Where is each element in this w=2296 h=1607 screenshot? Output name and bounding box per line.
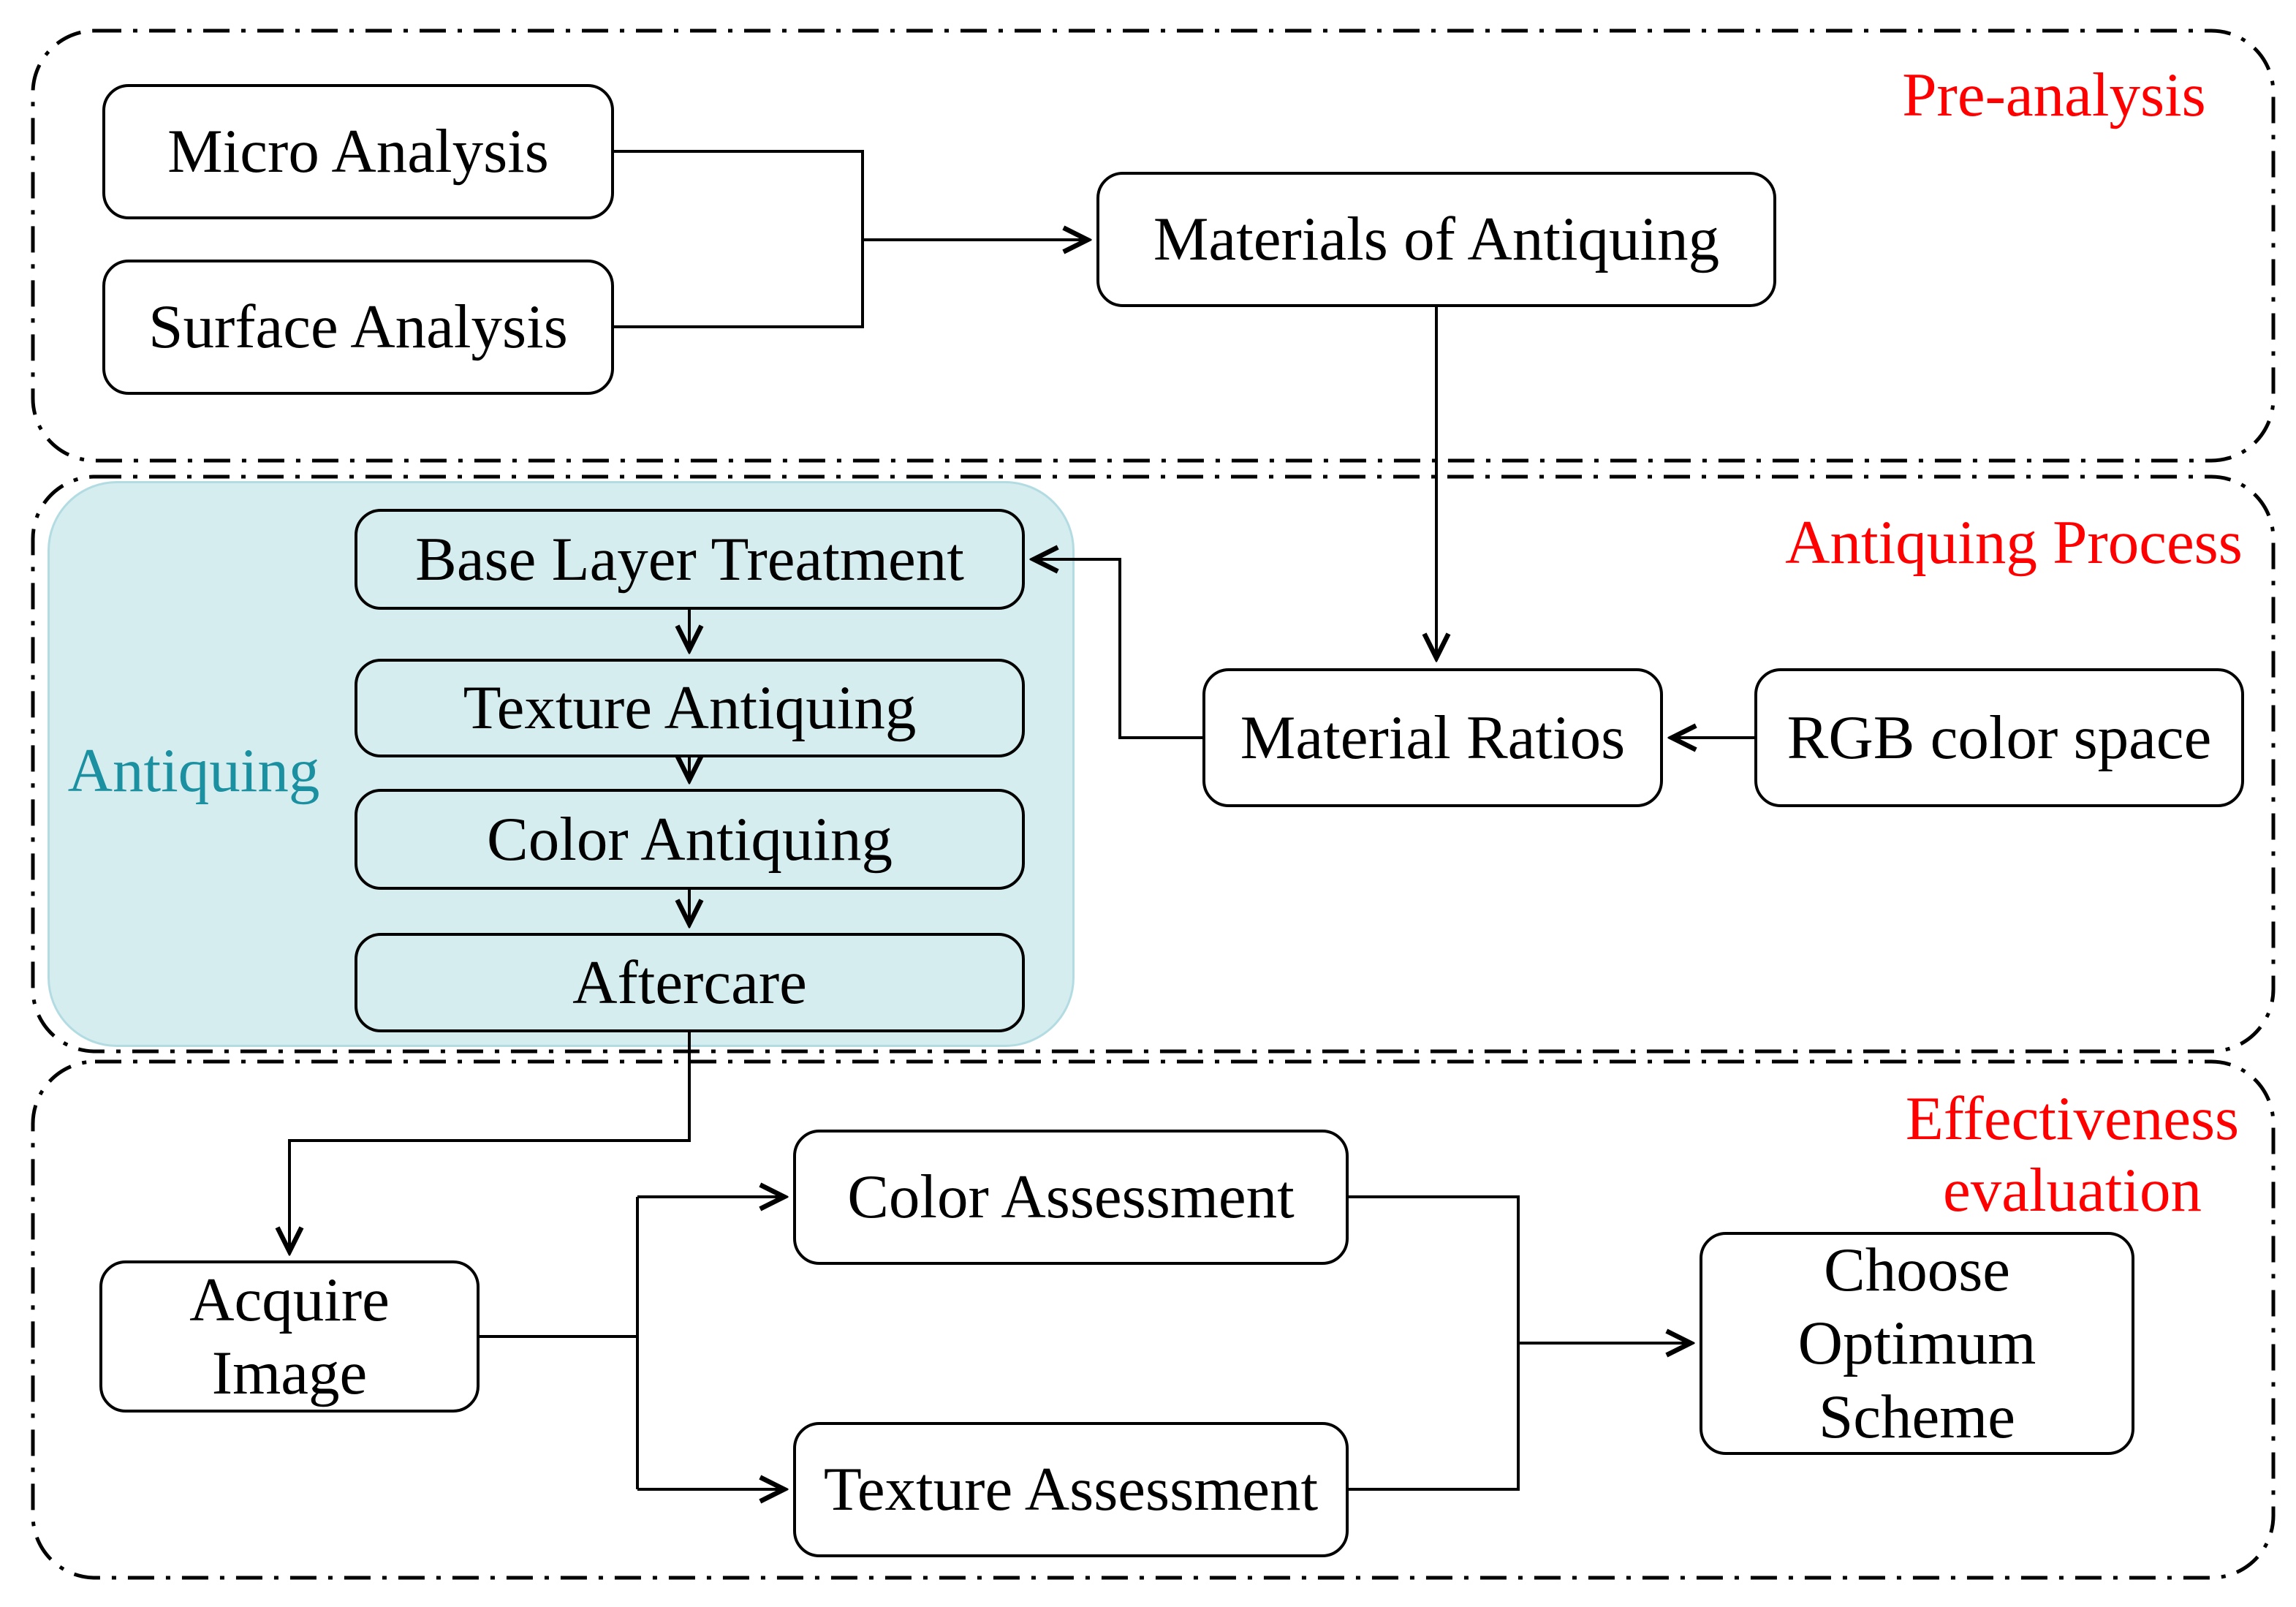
node-aftercare: Aftercare [355,933,1025,1032]
section-label-antiquing-process: Antiquing Process [1785,508,2243,577]
node-color-assessment: Color Assessment [793,1130,1349,1265]
node-acquire-image-line1: Acquire [189,1265,390,1334]
node-rgb-color-space: RGB color space [1754,668,2244,807]
section-label-effectiveness-evaluation: Effectiveness evaluation [1853,1084,2292,1227]
node-texture-antiquing: Texture Antiquing [355,659,1025,757]
node-materials-of-antiquing: Materials of Antiquing [1096,172,1776,307]
antiquing-group-label: Antiquing [67,736,320,805]
node-acquire-image-line2: Image [211,1339,368,1407]
section-label-pre-analysis: Pre-analysis [1902,61,2206,129]
section-border-pre-analysis [31,29,2276,463]
connector-acquire-branch [480,1197,639,1489]
section-label-effectiveness-line1: Effectiveness [1905,1084,2240,1153]
node-choose-optimum-line1: Choose [1824,1236,2010,1305]
node-choose-optimum-line2: Optimum [1797,1309,2037,1378]
node-micro-analysis: Micro Analysis [102,84,614,219]
node-acquire-image: Acquire Image [99,1260,480,1413]
node-base-layer-treatment: Base Layer Treatment [355,509,1025,610]
node-material-ratios: Material Ratios [1202,668,1663,807]
node-surface-analysis: Surface Analysis [102,260,614,395]
section-border-antiquing-process [31,474,2276,1054]
section-label-effectiveness-line2: evaluation [1942,1155,2202,1225]
node-texture-assessment: Texture Assessment [793,1422,1349,1557]
connector-aftercare-to-acquire [289,1032,691,1250]
node-color-antiquing: Color Antiquing [355,789,1025,890]
connector-analysis-junction [614,150,864,328]
node-choose-optimum-scheme: Choose Optimum Scheme [1700,1232,2134,1455]
node-choose-optimum-line3: Scheme [1818,1382,2016,1451]
connector-ratios-to-base-layer [1035,559,1202,739]
connector-assessment-merge [1349,1195,1520,1491]
